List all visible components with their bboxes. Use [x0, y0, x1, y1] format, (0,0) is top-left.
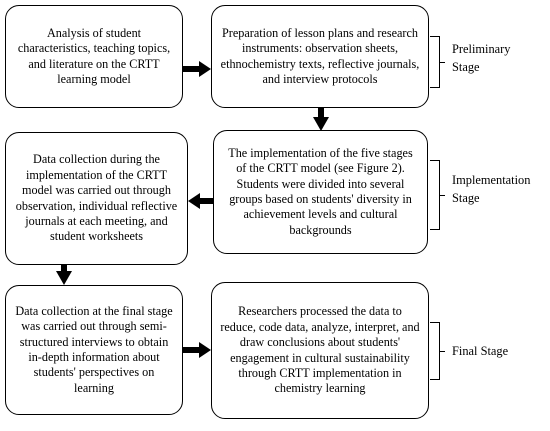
box-implementation: The implementation of the five stages of… — [213, 130, 428, 254]
label-implementation-line1: Implementation — [452, 173, 531, 187]
arrow-preparation-to-implementation — [313, 107, 329, 131]
box-data-collection-final-text: Data collection at the final stage was c… — [15, 303, 173, 395]
brace-implementation — [430, 160, 445, 230]
arrow-datacollection-to-final — [56, 264, 72, 285]
brace-final — [430, 322, 445, 380]
box-preparation-text: Preparation of lesson plans and research… — [220, 25, 420, 86]
label-preliminary-stage: Preliminary Stage — [452, 40, 511, 76]
box-analysis: Analysis of student characteristics, tea… — [5, 5, 183, 108]
arrow-implementation-to-datacollection — [188, 193, 216, 209]
arrow-analysis-to-preparation — [183, 61, 211, 77]
label-preliminary-line1: Preliminary — [452, 42, 511, 56]
box-processing-text: Researchers processed the data to reduce… — [220, 304, 420, 396]
box-analysis-text: Analysis of student characteristics, tea… — [17, 25, 171, 86]
label-final-stage: Final Stage — [452, 342, 508, 360]
label-implementation-line2: Stage — [452, 191, 480, 205]
label-final-line1: Final Stage — [452, 344, 509, 358]
brace-preliminary — [430, 36, 445, 88]
box-implementation-text: The implementation of the five stages of… — [228, 145, 413, 237]
box-data-collection-implementation-text: Data collection during the implementatio… — [15, 152, 178, 244]
label-implementation-stage: Implementation Stage — [452, 171, 530, 207]
box-data-collection-final: Data collection at the final stage was c… — [5, 285, 183, 415]
arrow-final-to-processing — [182, 342, 211, 358]
box-data-collection-implementation: Data collection during the implementatio… — [5, 132, 188, 265]
box-processing: Researchers processed the data to reduce… — [211, 282, 429, 419]
label-preliminary-line2: Stage — [452, 60, 480, 74]
box-preparation: Preparation of lesson plans and research… — [211, 5, 429, 108]
